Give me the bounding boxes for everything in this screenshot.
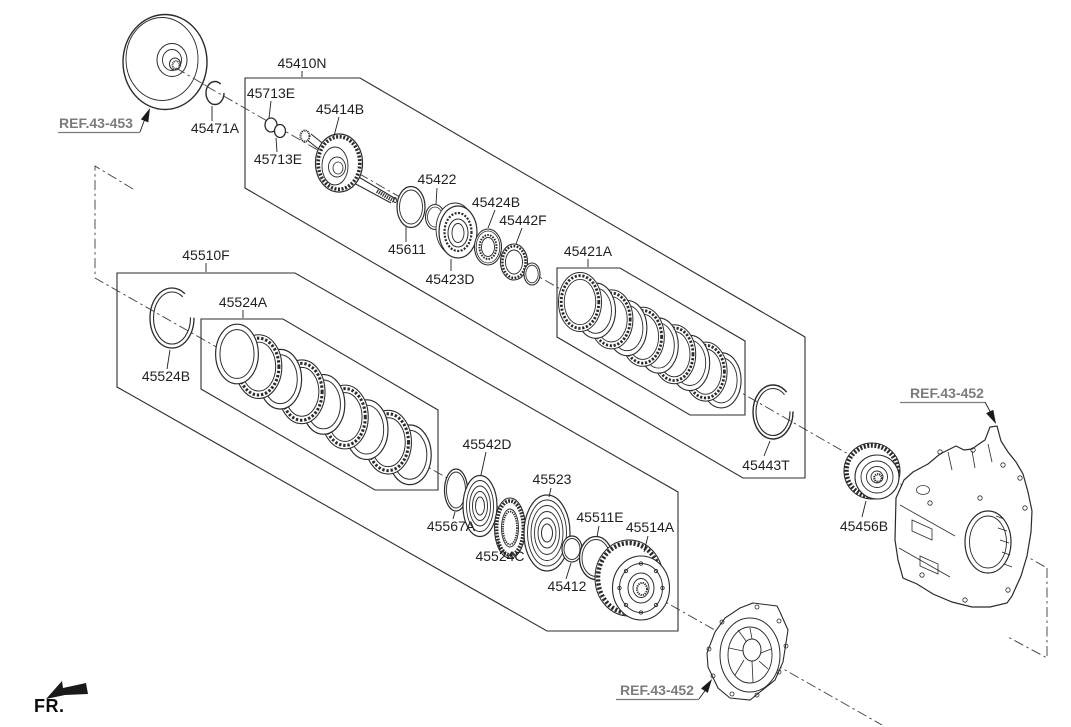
part-45524b-snap-ring: [149, 287, 195, 349]
part-45424b-splined-washer: [473, 228, 503, 266]
part-label-45542d: 45542D: [462, 436, 511, 452]
axis-over-converter: [175, 67, 211, 89]
part-label-45524b: 45524B: [142, 368, 190, 384]
part-45443t-snap-ring: [752, 384, 794, 440]
ref-arrowhead-43-452-case: [986, 409, 996, 424]
part-45471a-snap-ring: [205, 80, 225, 106]
torque-converter-drawing: [122, 13, 208, 111]
part-label-45421a: 45421A: [564, 243, 613, 259]
ref-label-43-452-case: REF.43-452: [910, 385, 984, 401]
assembly-box-45524a: [200, 318, 439, 491]
part-label-45510f: 45510F: [182, 247, 229, 263]
assembly-boxes: [116, 77, 806, 632]
part-45442f-toothed-ring: [499, 243, 529, 281]
part-label-45442f: 45442F: [499, 212, 546, 228]
ref-arrowhead-43-453: [140, 108, 150, 123]
part-45414b-input-shaft-drawing: [299, 129, 397, 204]
part-label-45611: 45611: [388, 241, 426, 257]
part-label-45567a: 45567A: [427, 518, 476, 534]
ref-arrowhead-43-452-cover: [701, 679, 712, 693]
part-label-45456b: 45456B: [840, 518, 888, 534]
orientation-indicator: FR.: [34, 681, 88, 716]
part-label-45713e-upper: 45713E: [247, 85, 295, 101]
front-direction-label: FR.: [34, 696, 65, 716]
part-45523-drum: [523, 494, 571, 572]
part-label-45713e-lower: 45713E: [254, 151, 302, 167]
part-45524c-splined-hub: [494, 497, 526, 559]
part-label-45422: 45422: [418, 171, 457, 187]
ref-label-43-452-cover: REF.43-452: [620, 682, 694, 698]
part-45567a-ring: [443, 468, 469, 512]
part-label-45410n: 45410N: [277, 55, 326, 71]
part-label-45523: 45523: [533, 471, 572, 487]
part-label-45414b: 45414B: [316, 101, 364, 117]
clutch-plate: [557, 271, 603, 333]
part-45423d-bearing: [435, 202, 478, 259]
part-labels: 45410N 45713E 45713E 45414B 45471A 45422…: [142, 55, 888, 594]
part-label-45443t: 45443T: [742, 457, 790, 473]
part-label-45412: 45412: [548, 578, 587, 594]
reference-callouts: REF.43-453 REF.43-452 REF.43-452: [58, 108, 996, 701]
transmission-case-drawing: [894, 425, 1033, 608]
part-label-45514a: 45514A: [626, 519, 675, 535]
part-label-45423d: 45423D: [425, 271, 474, 287]
part-label-45524a: 45524A: [219, 294, 268, 310]
part-label-45424b: 45424B: [472, 194, 520, 210]
part-label-45524c: 45524C: [475, 548, 524, 564]
case-axis-jog-centerline: [1007, 568, 1048, 659]
part-45514a-clutch-retainer: [594, 539, 671, 621]
part-45611-ring: [396, 185, 426, 229]
front-direction-arrow-icon: [46, 681, 88, 699]
centerlines: [94, 66, 1048, 726]
assembly-box-45421a: [556, 267, 746, 416]
part-45713e-seal-rings: [264, 117, 287, 139]
part-label-45471a: 45471A: [191, 120, 240, 136]
assembly-box-45410n: [244, 77, 806, 479]
converter-housing-cover-drawing: [706, 602, 789, 701]
clutch-plate: [215, 323, 259, 385]
part-45542d-disc-spring: [462, 474, 498, 538]
part-label-45511e: 45511E: [576, 509, 623, 525]
ref-label-43-453: REF.43-453: [59, 115, 133, 131]
small-ring: [523, 262, 541, 286]
part-45456b-gear: [843, 442, 901, 500]
main-axis-centerline: [172, 66, 1048, 569]
assembly-box-45510f: [116, 272, 679, 632]
clutch-pack-45421a: [557, 271, 742, 409]
leader-lines: [166, 71, 867, 580]
